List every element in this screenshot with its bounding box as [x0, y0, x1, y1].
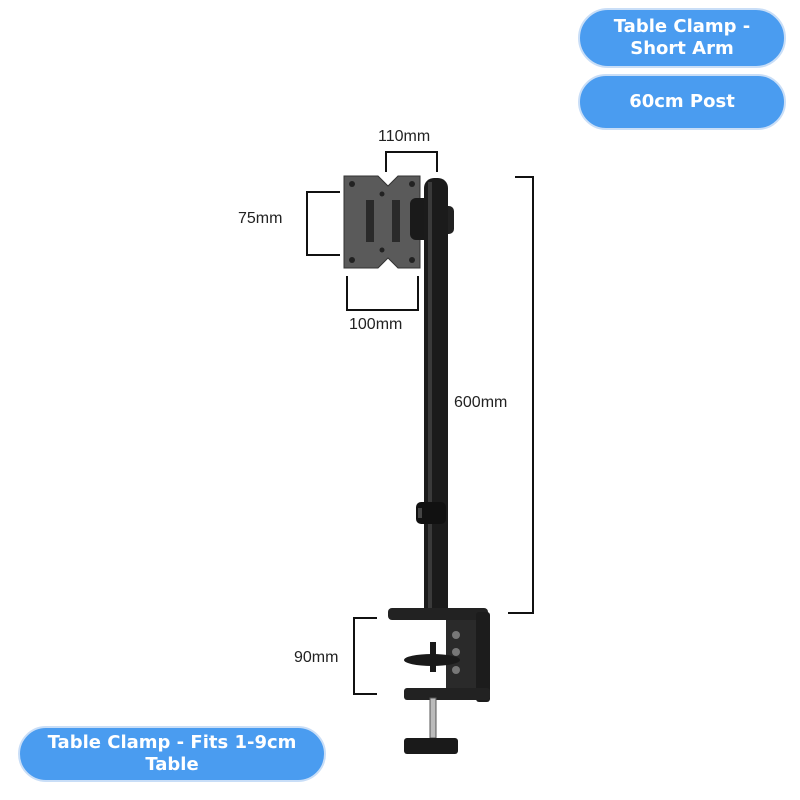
pole	[416, 178, 448, 618]
table-fit-badge: Table Clamp - Fits 1-9cm Table	[18, 726, 326, 782]
table-clamp	[388, 608, 490, 754]
vesa-bottom-label: 100mm	[349, 316, 403, 333]
post-length-badge: 60cm Post	[578, 74, 786, 130]
table-clamp-short-arm-badge: Table Clamp - Short Arm	[578, 8, 786, 68]
vesa-height-label: 75mm	[238, 210, 283, 227]
vesa-width-label: 110mm	[378, 128, 431, 145]
vesa-plate	[343, 175, 421, 269]
dimension-brackets	[306, 151, 534, 695]
clamp-height-label: 90mm	[294, 649, 339, 666]
post-height-label: 600mm	[454, 394, 508, 411]
